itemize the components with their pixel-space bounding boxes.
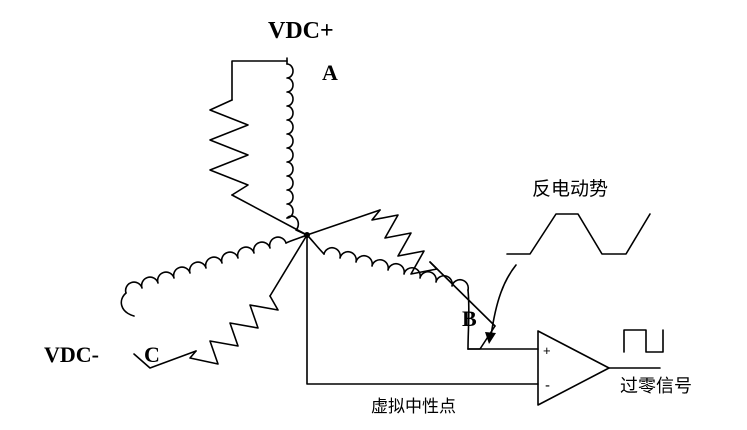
- zero-cross-label: 过零信号: [620, 376, 692, 397]
- virtual-neutral-wire: [306, 234, 539, 385]
- phase-a-label: A: [322, 60, 338, 85]
- phase-a-resistor: [209, 60, 308, 236]
- comparator-minus-sign: -: [545, 377, 550, 394]
- comparator-plus-sign: +: [543, 343, 551, 358]
- back-emf-label: 反电动势: [532, 178, 608, 200]
- back-emf-waveform: [506, 213, 651, 255]
- phase-c-resistor: [133, 234, 308, 369]
- phase-c-label: C: [144, 342, 160, 367]
- emf-arrow: [485, 264, 517, 344]
- comparator: [467, 330, 661, 406]
- virtual-neutral-label: 虚拟中性点: [371, 397, 456, 417]
- phase-b-coil: [306, 234, 470, 350]
- phase-b-label: B: [462, 306, 477, 331]
- zero-cross-waveform: [623, 329, 664, 353]
- phase-a-coil: [286, 57, 308, 236]
- vdc-plus-label: VDC+: [268, 18, 334, 44]
- phase-b-resistor: [306, 209, 496, 350]
- vdc-minus-label: VDC-: [44, 342, 99, 367]
- phase-c-coil: [120, 234, 308, 317]
